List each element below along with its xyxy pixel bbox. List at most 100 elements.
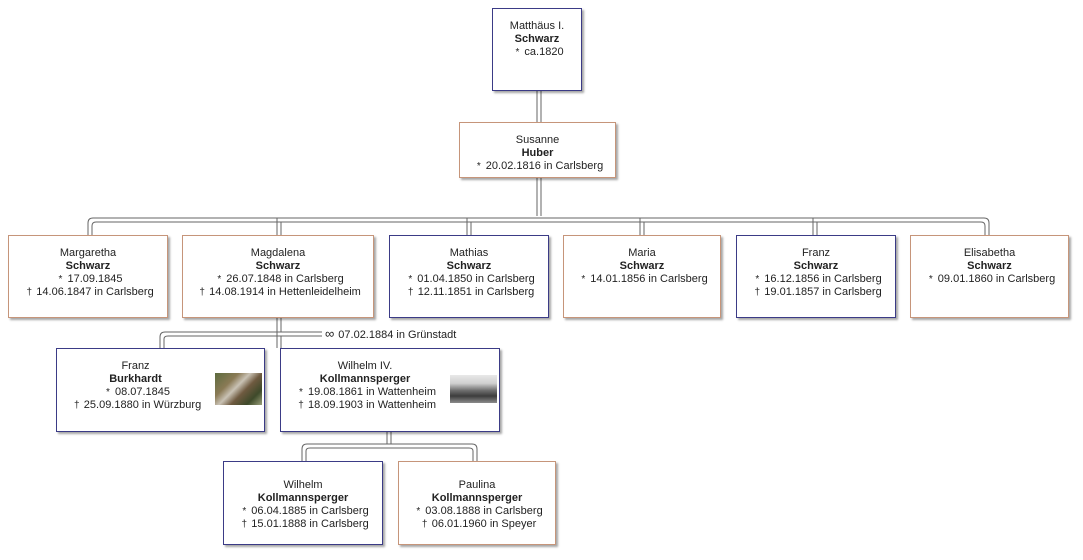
person-card-franz-burkhardt[interactable]: Franz Burkhardt * 08.07.1845 †25.09.1880 … — [56, 348, 265, 432]
birth-event: * ca.1820 — [493, 46, 581, 59]
person-card-elisabetha[interactable]: Elisabetha Schwarz * 09.01.1860 in Carlsb… — [910, 235, 1069, 318]
birth-text: 01.04.1850 in Carlsberg — [417, 273, 535, 285]
birth-text: 03.08.1888 in Carlsberg — [425, 505, 543, 517]
given-name: Wilhelm IV. — [337, 360, 393, 372]
surname: Schwarz — [967, 260, 1012, 272]
person-card-franz-schwarz[interactable]: Franz Schwarz * 16.12.1856 in Carlsberg †… — [736, 235, 896, 318]
person-card-wilhelm[interactable]: Wilhelm Kollmannsperger * 06.04.1885 in C… — [223, 461, 383, 545]
surname: Schwarz — [793, 260, 839, 272]
given-name: Paulina — [458, 479, 496, 491]
birth-symbol: * — [408, 274, 413, 285]
person-card-magdalena[interactable]: Magdalena Schwarz *26.07.1848 in Carlsbe… — [182, 235, 374, 318]
death-event: †06.01.1960 in Speyer — [399, 518, 555, 531]
birth-event: * 01.04.1850 in Carlsberg — [390, 273, 548, 286]
death-text: 14.08.1914 in Hettenleidelheim — [209, 286, 361, 298]
person-photo[interactable] — [450, 375, 497, 403]
person-card-paulina[interactable]: Paulina Kollmannsperger * 03.08.1888 in C… — [398, 461, 556, 545]
surname: Huber — [521, 147, 554, 159]
surname: Schwarz — [619, 260, 665, 272]
birth-symbol: * — [416, 506, 421, 517]
person-card-margaretha[interactable]: Margaretha Schwarz *17.09.1845 †14.06.18… — [8, 235, 168, 318]
death-event: †25.09.1880 in Würzburg — [57, 399, 214, 412]
marriage-icon: ∞ — [325, 326, 335, 341]
death-text: 19.01.1857 in Carlsberg — [764, 286, 882, 298]
given-name: Maria — [628, 247, 656, 259]
surname: Schwarz — [65, 260, 111, 272]
birth-event: * 19.08.1861 in Wattenheim — [281, 386, 449, 399]
given-name: Wilhelm — [283, 479, 323, 491]
death-text: 15.01.1888 in Carlsberg — [251, 518, 369, 530]
birth-symbol: * — [242, 506, 247, 517]
birth-text: ca.1820 — [524, 46, 564, 58]
birth-event: * 06.04.1885 in Carlsberg — [224, 505, 382, 518]
birth-event: * 16.12.1856 in Carlsberg — [737, 273, 895, 286]
person-card-maria[interactable]: Maria Schwarz * 14.01.1856 in Carlsberg — [563, 235, 721, 318]
birth-event: * 03.08.1888 in Carlsberg — [399, 505, 555, 518]
death-event: †12.11.1851 in Carlsberg — [390, 286, 548, 299]
birth-text: 09.01.1860 in Carlsberg — [937, 273, 1056, 285]
given-name: Franz — [121, 360, 150, 372]
surname: Burkhardt — [109, 373, 162, 385]
person-photo[interactable] — [215, 373, 262, 405]
death-text: 12.11.1851 in Carlsberg — [417, 286, 535, 298]
given-name: Susanne — [515, 134, 560, 146]
birth-event: * 14.01.1856 in Carlsberg — [564, 273, 720, 286]
death-event: †18.09.1903 in Wattenheim — [281, 399, 449, 412]
birth-event: *17.09.1845 — [9, 273, 167, 286]
death-symbol: † — [298, 400, 304, 411]
birth-text: 06.04.1885 in Carlsberg — [251, 505, 369, 517]
marriage-text: 07.02.1884 in Grünstadt — [338, 329, 457, 341]
given-name: Matthäus I. — [509, 20, 565, 32]
death-symbol: † — [74, 400, 80, 411]
birth-symbol: * — [476, 161, 481, 172]
birth-symbol: * — [928, 274, 933, 285]
person-card-mathias[interactable]: Mathias Schwarz * 01.04.1850 in Carlsberg… — [389, 235, 549, 318]
birth-event: * 20.02.1816 in Carlsberg — [460, 160, 615, 173]
death-symbol: † — [754, 287, 761, 298]
birth-text: 14.01.1856 in Carlsberg — [590, 273, 708, 285]
given-name: Elisabetha — [963, 247, 1016, 259]
marriage-label: ∞07.02.1884 in Grünstadt — [325, 326, 456, 341]
death-text: 18.09.1903 in Wattenheim — [307, 399, 436, 411]
death-event: † 14.08.1914 in Hettenleidelheim — [183, 286, 373, 299]
death-text: 06.01.1960 in Speyer — [431, 518, 537, 530]
birth-symbol: * — [581, 274, 586, 285]
death-symbol: † — [26, 287, 33, 298]
surname: Schwarz — [446, 260, 492, 272]
death-event: †15.01.1888 in Carlsberg — [224, 518, 382, 531]
surname: Kollmannsperger — [257, 492, 349, 504]
person-card-susanne[interactable]: Susanne Huber * 20.02.1816 in Carlsberg — [459, 122, 616, 178]
death-text: 25.09.1880 in Würzburg — [83, 399, 202, 411]
surname: Kollmannsperger — [431, 492, 523, 504]
given-name: Franz — [801, 247, 831, 259]
birth-symbol: * — [299, 387, 303, 398]
birth-text: 16.12.1856 in Carlsberg — [764, 273, 882, 285]
given-name: Mathias — [449, 247, 489, 259]
birth-event: * 26.07.1848 in Carlsberg — [183, 273, 373, 286]
death-symbol: † — [407, 287, 414, 298]
birth-symbol: * — [217, 274, 222, 285]
birth-symbol: * — [515, 47, 520, 58]
surname: Schwarz — [514, 33, 560, 45]
birth-text: 19.08.1861 in Wattenheim — [307, 386, 436, 398]
death-text: 14.06.1847 in Carlsberg — [36, 286, 154, 298]
surname: Kollmannsperger — [319, 373, 411, 385]
birth-symbol: * — [755, 274, 760, 285]
birth-text: 20.02.1816 in Carlsberg — [485, 160, 604, 172]
death-symbol: † — [421, 519, 428, 530]
birth-symbol: * — [106, 387, 110, 398]
birth-text: 26.07.1848 in Carlsberg — [226, 273, 344, 285]
death-symbol: † — [199, 287, 205, 298]
given-name: Margaretha — [59, 247, 117, 259]
birth-event: * 09.01.1860 in Carlsberg — [911, 273, 1068, 286]
birth-text: 17.09.1845 — [67, 273, 123, 285]
birth-text: 08.07.1845 — [114, 386, 171, 398]
death-event: †19.01.1857 in Carlsberg — [737, 286, 895, 299]
death-event: †14.06.1847 in Carlsberg — [9, 286, 167, 299]
death-symbol: † — [241, 519, 248, 530]
person-card-matthaeus[interactable]: Matthäus I. Schwarz * ca.1820 — [492, 8, 582, 91]
birth-event: * 08.07.1845 — [57, 386, 214, 399]
person-card-wilhelm-iv[interactable]: Wilhelm IV. Kollmannsperger * 19.08.1861 … — [280, 348, 500, 432]
surname: Schwarz — [255, 260, 301, 272]
